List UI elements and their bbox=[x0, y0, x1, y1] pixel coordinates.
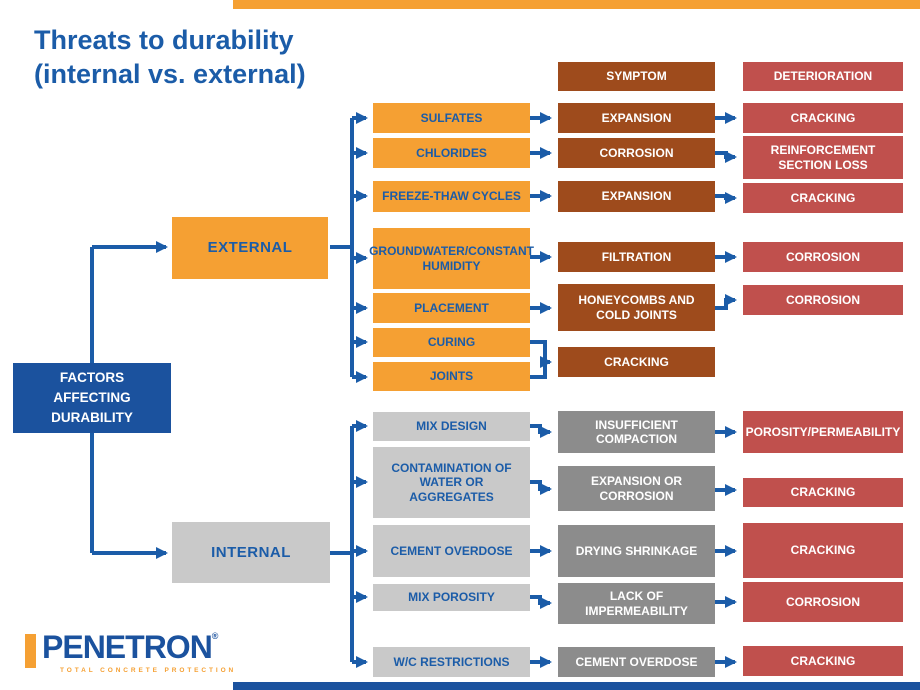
external-factor-joints: JOINTS bbox=[373, 362, 530, 391]
external-factor-placement: PLACEMENT bbox=[373, 293, 530, 323]
page-title-line1: Threats to durability bbox=[34, 25, 294, 55]
deterioration-box: POROSITY/PERMEABILITY bbox=[743, 411, 903, 453]
external-branch-box: EXTERNAL bbox=[172, 217, 328, 279]
external-factor-curing: CURING bbox=[373, 328, 530, 357]
page-title: Threats to durability (internal vs. exte… bbox=[34, 24, 306, 92]
symptom-box: CEMENT OVERDOSE bbox=[558, 647, 715, 677]
symptom-box: CRACKING bbox=[558, 347, 715, 377]
internal-branch-box: INTERNAL bbox=[172, 522, 330, 583]
logo-wordmark: PENETRON bbox=[42, 629, 213, 665]
symptom-box: HONEYCOMBS AND COLD JOINTS bbox=[558, 284, 715, 331]
root-factors-box: FACTORS AFFECTING DURABILITY bbox=[13, 363, 171, 433]
internal-factor-cement-overdose: CEMENT OVERDOSE bbox=[373, 525, 530, 577]
external-factor-groundwater: GROUNDWATER/CONSTANT HUMIDITY bbox=[369, 228, 534, 289]
penetron-logo: PENETRON® TOTAL CONCRETE PROTECTION bbox=[25, 629, 237, 674]
symptom-box: EXPANSION OR CORROSION bbox=[558, 466, 715, 511]
deterioration-box: CORROSION bbox=[743, 582, 903, 622]
symptom-box: EXPANSION bbox=[558, 103, 715, 133]
internal-factor-mix-design: MIX DESIGN bbox=[373, 412, 530, 441]
deterioration-box: REINFORCEMENT SECTION LOSS bbox=[743, 136, 903, 179]
registered-mark: ® bbox=[211, 631, 219, 641]
symptom-box: INSUFFICIENT COMPACTION bbox=[558, 411, 715, 453]
logo-orange-bar-icon bbox=[25, 634, 36, 668]
deterioration-box: CORROSION bbox=[743, 285, 903, 315]
external-factor-sulfates: SULFATES bbox=[373, 103, 530, 133]
symptom-box: EXPANSION bbox=[558, 181, 715, 212]
deterioration-box: CRACKING bbox=[743, 523, 903, 578]
deterioration-box: CRACKING bbox=[743, 646, 903, 676]
logo-tagline: TOTAL CONCRETE PROTECTION bbox=[60, 666, 237, 674]
internal-factor-mix-porosity: MIX POROSITY bbox=[373, 584, 530, 611]
symptom-box: LACK OF IMPERMEABILITY bbox=[558, 583, 715, 624]
bottom-accent-bar bbox=[233, 682, 920, 690]
symptom-box: FILTRATION bbox=[558, 242, 715, 272]
page-title-line2: (internal vs. external) bbox=[34, 58, 306, 89]
deterioration-box: CORROSION bbox=[743, 242, 903, 272]
deterioration-box: CRACKING bbox=[743, 478, 903, 507]
internal-factor-contamination: CONTAMINATION OF WATER OR AGGREGATES bbox=[373, 447, 530, 518]
external-factor-chlorides: CHLORIDES bbox=[373, 138, 530, 168]
symptom-column-header: SYMPTOM bbox=[558, 62, 715, 91]
deterioration-column-header: DETERIORATION bbox=[743, 62, 903, 91]
external-factor-freeze-thaw: FREEZE-THAW CYCLES bbox=[373, 181, 530, 212]
internal-factor-wc-restrictions: W/C RESTRICTIONS bbox=[373, 647, 530, 677]
deterioration-box: CRACKING bbox=[743, 183, 903, 213]
top-accent-bar bbox=[233, 0, 920, 9]
symptom-box: CORROSION bbox=[558, 138, 715, 168]
symptom-box: DRYING SHRINKAGE bbox=[558, 525, 715, 577]
deterioration-box: CRACKING bbox=[743, 103, 903, 133]
